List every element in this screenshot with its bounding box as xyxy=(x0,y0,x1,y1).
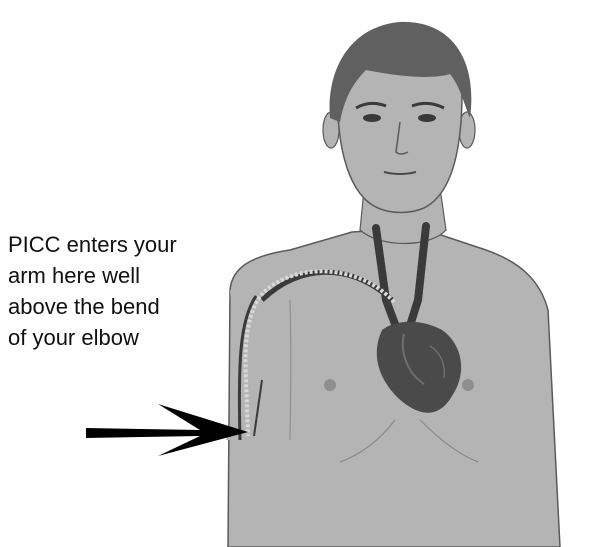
caption-line-3: above the bend xyxy=(8,291,223,322)
caption-line-4: of your elbow xyxy=(8,322,223,353)
caption-line-1: PICC enters your xyxy=(8,229,223,260)
upper-arm xyxy=(226,290,292,440)
picc-caption: PICC enters your arm here well above the… xyxy=(8,229,223,353)
arrow-icon xyxy=(86,404,248,456)
right-eye xyxy=(418,114,436,122)
right-nipple xyxy=(462,379,474,391)
caption-line-2: arm here well xyxy=(8,260,223,291)
left-eye xyxy=(363,114,381,122)
left-nipple xyxy=(324,379,336,391)
